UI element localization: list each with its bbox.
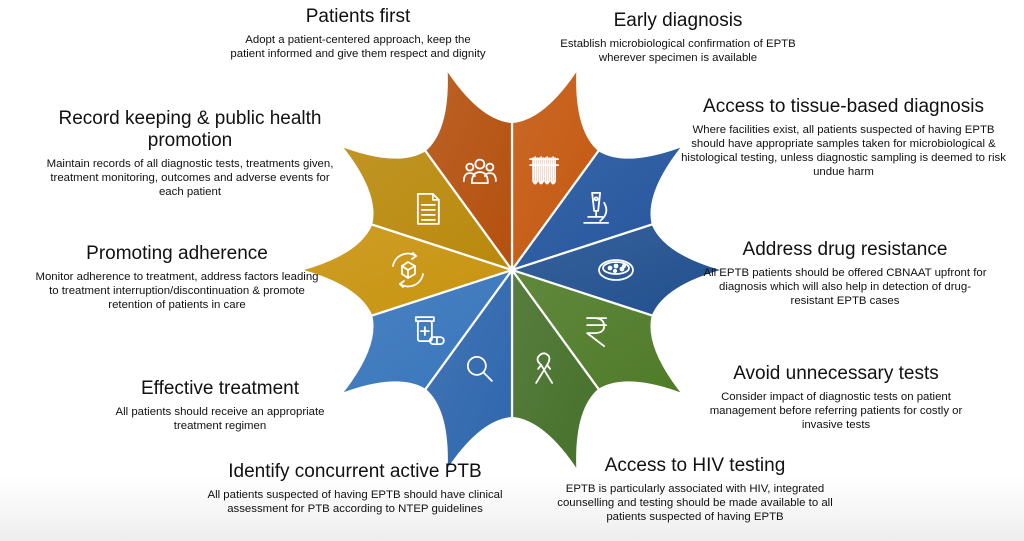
text-concurrent-ptb: All patients suspected of having EPTB sh… bbox=[207, 489, 503, 515]
title-patients-first: Patients first bbox=[305, 6, 411, 27]
label-hiv-testing: Access to HIV testing EPTB is particular… bbox=[540, 455, 850, 524]
segment-drug-resistance bbox=[508, 222, 729, 318]
label-avoid-tests: Avoid unnecessary tests Consider impact … bbox=[696, 363, 976, 432]
text-early-diagnosis: Establish microbiological confirmation o… bbox=[560, 38, 796, 64]
text-hiv-testing: EPTB is particularly associated with HIV… bbox=[557, 483, 833, 523]
label-early-diagnosis: Early diagnosis Establish microbiologica… bbox=[548, 10, 808, 65]
label-tissue-diagnosis: Access to tissue-based diagnosis Where f… bbox=[676, 96, 1011, 179]
rupee-icon bbox=[586, 317, 608, 348]
title-concurrent-ptb: Identify concurrent active PTB bbox=[228, 461, 482, 482]
label-patients-first: Patients first Adopt a patient-centered … bbox=[228, 6, 488, 61]
segment-adherence bbox=[295, 222, 516, 318]
petri-dish-icon bbox=[598, 259, 634, 281]
test-tubes-icon bbox=[529, 156, 560, 185]
title-hiv-testing: Access to HIV testing bbox=[604, 455, 786, 476]
magnifier-icon bbox=[466, 356, 493, 382]
text-adherence: Monitor adherence to treatment, address … bbox=[35, 271, 319, 311]
title-early-diagnosis: Early diagnosis bbox=[613, 10, 743, 31]
title-drug-resistance: Address drug resistance bbox=[742, 239, 948, 260]
text-record-keeping: Maintain records of all diagnostic tests… bbox=[46, 158, 334, 198]
segment-effective-treatment bbox=[337, 267, 515, 398]
people-icon bbox=[462, 158, 497, 184]
text-avoid-tests: Consider impact of diagnostic tests on p… bbox=[709, 391, 963, 431]
medicine-icon bbox=[414, 316, 445, 346]
label-adherence: Promoting adherence Monitor adherence to… bbox=[32, 243, 322, 312]
microscope-icon bbox=[583, 191, 610, 224]
text-tissue-diagnosis: Where facilities exist, all patients sus… bbox=[681, 124, 1006, 178]
title-effective-treatment: Effective treatment bbox=[140, 378, 300, 399]
title-tissue-diagnosis: Access to tissue-based diagnosis bbox=[703, 96, 984, 117]
label-record-keeping: Record keeping & public health promotion… bbox=[40, 108, 340, 199]
segment-record-keeping bbox=[337, 142, 515, 273]
label-drug-resistance: Address drug resistance All EPTB patient… bbox=[700, 239, 990, 308]
cycle-box-icon bbox=[392, 252, 424, 288]
title-record-keeping: Record keeping & public health promotion bbox=[58, 108, 322, 151]
label-effective-treatment: Effective treatment All patients should … bbox=[110, 378, 330, 433]
document-icon bbox=[416, 192, 440, 225]
text-drug-resistance: All EPTB patients should be offered CBNA… bbox=[703, 267, 987, 307]
title-adherence: Promoting adherence bbox=[86, 243, 268, 264]
segment-patients-first bbox=[423, 64, 514, 274]
segment-hiv-testing bbox=[510, 266, 601, 476]
title-avoid-tests: Avoid unnecessary tests bbox=[733, 363, 939, 384]
text-effective-treatment: All patients should receive an appropria… bbox=[115, 406, 325, 432]
text-patients-first: Adopt a patient-centered approach, keep … bbox=[230, 34, 486, 60]
awareness-ribbon-icon bbox=[535, 352, 554, 384]
label-concurrent-ptb: Identify concurrent active PTB All patie… bbox=[205, 461, 505, 516]
